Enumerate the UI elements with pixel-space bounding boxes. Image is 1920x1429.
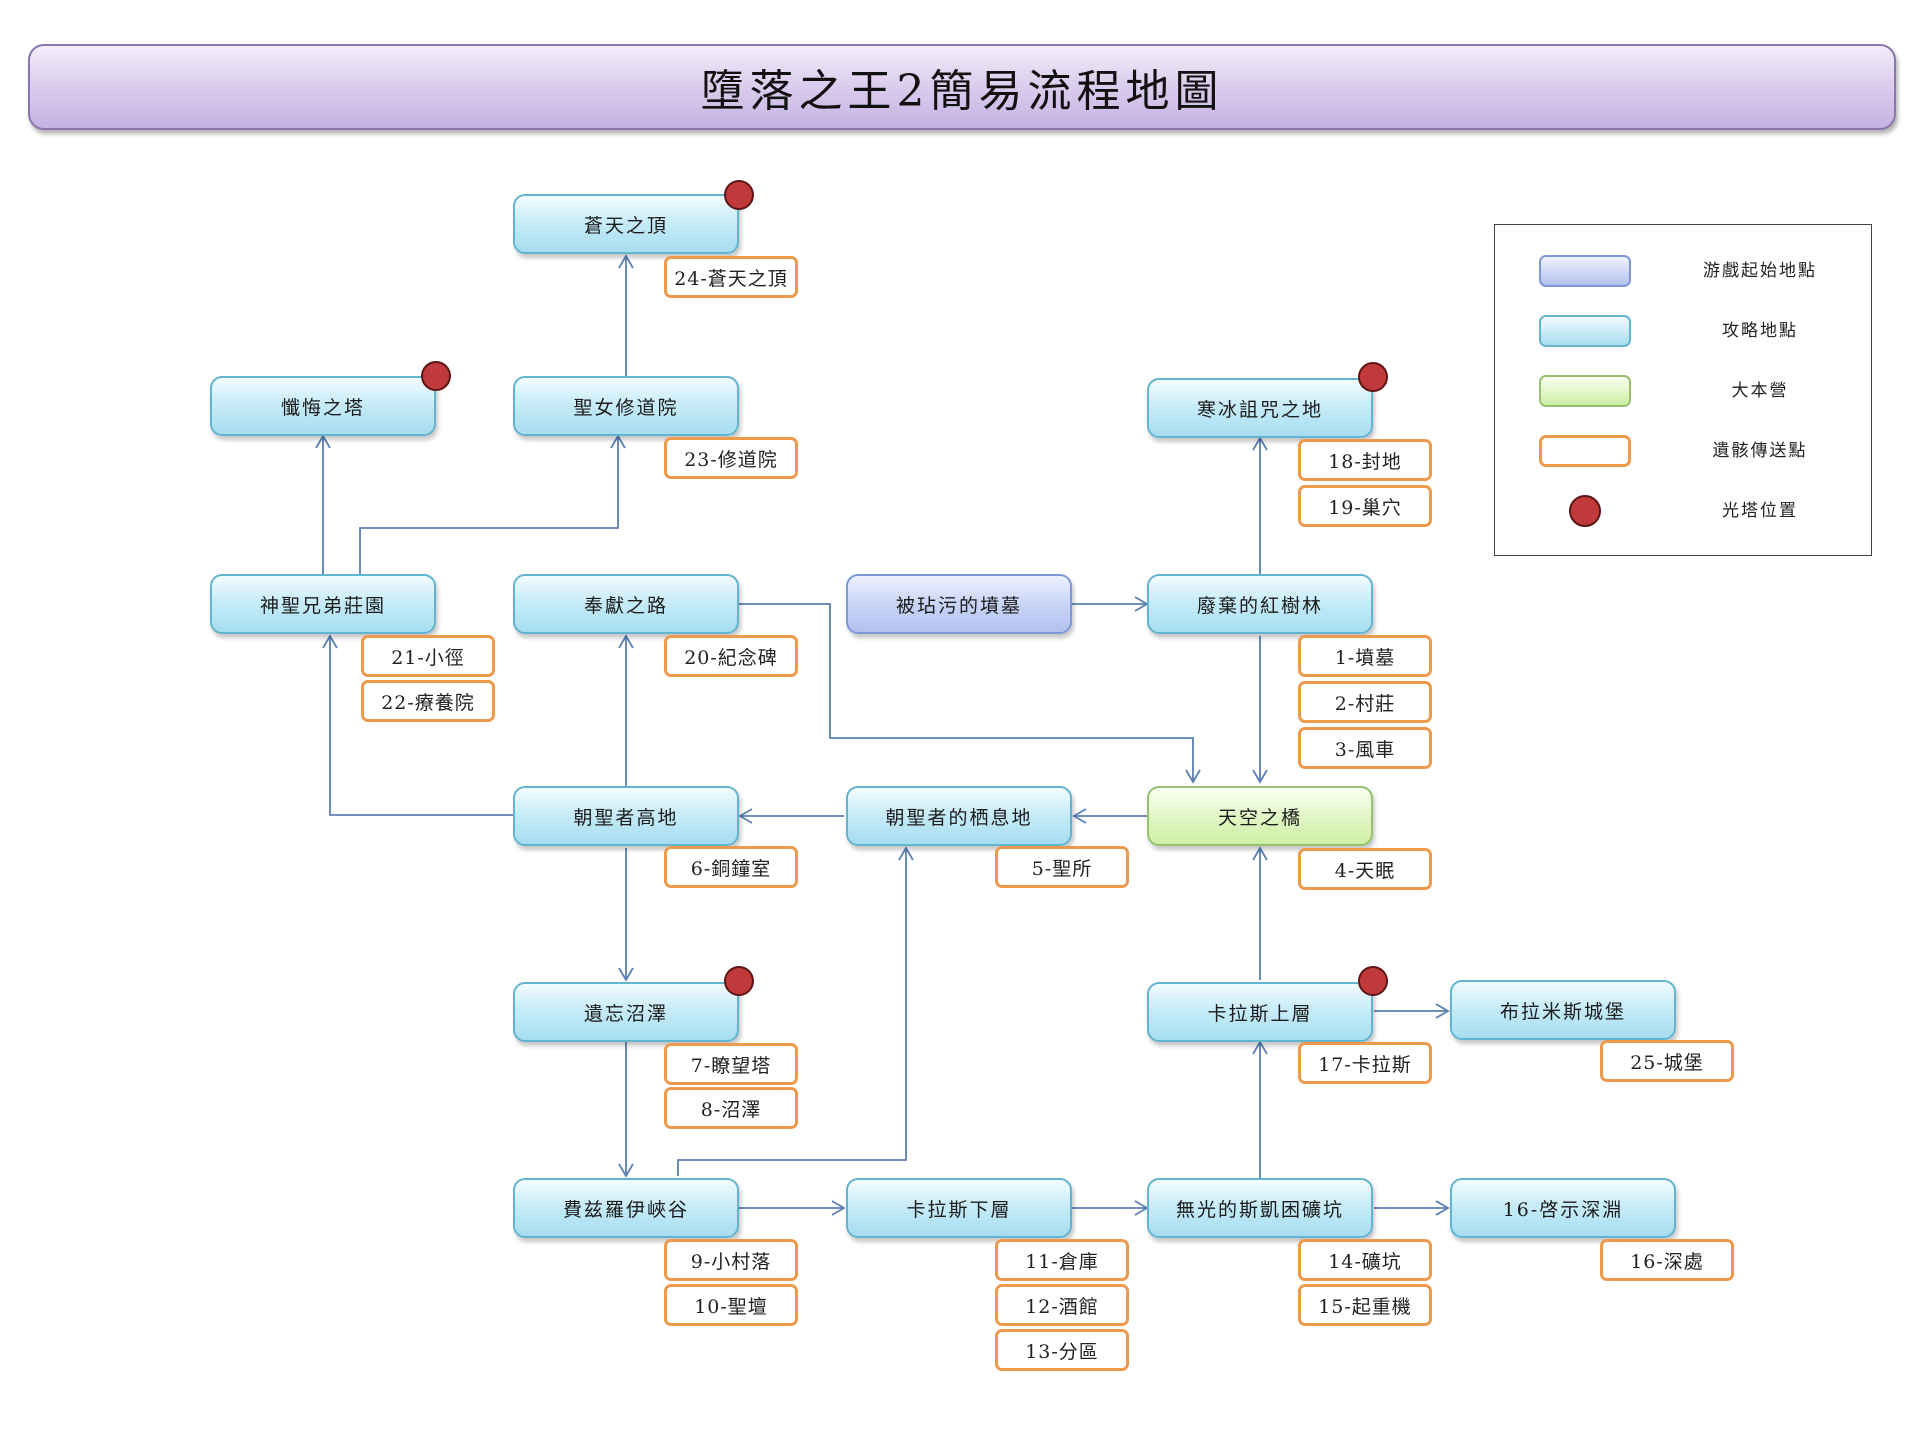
legend-label: 攻略地點 <box>1722 321 1798 341</box>
node-wuguang[interactable]: 無光的斯凱困礦坑 <box>1147 1178 1373 1238</box>
teleport-tag: 14-礦坑 <box>1298 1239 1432 1281</box>
legend-row: 遺骸傳送點 <box>1495 431 1871 471</box>
teleport-tag: 6-銅鐘室 <box>664 846 798 888</box>
node-zhanwu[interactable]: 被玷污的墳墓 <box>846 574 1072 634</box>
edge-gaodi-xiongdi <box>322 634 513 816</box>
teleport-tag: 11-倉庫 <box>995 1239 1129 1281</box>
teleport-swatch-icon <box>1539 435 1631 467</box>
teleport-tag: 8-沼澤 <box>664 1087 798 1129</box>
teleport-tag: 18-封地 <box>1298 439 1432 481</box>
teleport-tag: 19-巢穴 <box>1298 485 1432 527</box>
tower-dot-icon <box>421 361 451 391</box>
site-swatch-icon <box>1539 315 1631 347</box>
node-fengxian[interactable]: 奉獻之路 <box>513 574 739 634</box>
legend-label: 游戲起始地點 <box>1703 261 1817 281</box>
legend-label: 大本營 <box>1731 381 1789 401</box>
node-feizi[interactable]: 費兹羅伊峽谷 <box>513 1178 739 1238</box>
edge-feizi-qixi <box>677 846 914 1176</box>
legend-row: 光塔位置 <box>1495 491 1871 531</box>
tower-dot-icon <box>1569 495 1601 527</box>
edge-fengxian-tiankong <box>739 603 1201 784</box>
teleport-tag: 12-酒館 <box>995 1284 1129 1326</box>
node-shengnv[interactable]: 聖女修道院 <box>513 376 739 436</box>
node-xiongdi[interactable]: 神聖兄弟莊園 <box>210 574 436 634</box>
node-qixi[interactable]: 朝聖者的栖息地 <box>846 786 1072 846</box>
teleport-tag: 10-聖壇 <box>664 1284 798 1326</box>
teleport-tag: 2-村莊 <box>1298 681 1432 723</box>
node-feiqi[interactable]: 廢棄的紅樹林 <box>1147 574 1373 634</box>
title-banner: 墮落之王2簡易流程地圖 <box>28 44 1896 130</box>
teleport-tag: 23-修道院 <box>664 437 798 479</box>
node-cangtian[interactable]: 蒼天之頂 <box>513 194 739 254</box>
legend-label: 遺骸傳送點 <box>1712 441 1808 461</box>
teleport-tag: 17-卡拉斯 <box>1298 1042 1432 1084</box>
node-tiankong[interactable]: 天空之橋 <box>1147 786 1373 846</box>
teleport-tag: 9-小村落 <box>664 1239 798 1281</box>
tower-dot-icon <box>724 966 754 996</box>
teleport-tag: 7-瞭望塔 <box>664 1043 798 1085</box>
teleport-tag: 24-蒼天之頂 <box>664 256 798 298</box>
node-zhaoze[interactable]: 遺忘沼澤 <box>513 982 739 1042</box>
node-kalaxia[interactable]: 卡拉斯下層 <box>846 1178 1072 1238</box>
teleport-tag: 5-聖所 <box>995 846 1129 888</box>
teleport-tag: 15-起重機 <box>1298 1284 1432 1326</box>
base-swatch-icon <box>1539 375 1631 407</box>
legend-row: 攻略地點 <box>1495 311 1871 351</box>
teleport-tag: 1-墳墓 <box>1298 635 1432 677</box>
node-gaodi[interactable]: 朝聖者高地 <box>513 786 739 846</box>
teleport-tag: 13-分區 <box>995 1329 1129 1371</box>
teleport-tag: 4-天眠 <box>1298 848 1432 890</box>
teleport-tag: 22-療養院 <box>361 680 495 722</box>
teleport-tag: 25-城堡 <box>1600 1040 1734 1082</box>
tower-dot-icon <box>724 180 754 210</box>
start-swatch-icon <box>1539 255 1631 287</box>
node-bulami[interactable]: 布拉米斯城堡 <box>1450 980 1676 1040</box>
teleport-tag: 3-風車 <box>1298 727 1432 769</box>
teleport-tag: 21-小徑 <box>361 635 495 677</box>
legend: 游戲起始地點 攻略地點 大本營 遺骸傳送點 光塔位置 <box>1494 224 1872 556</box>
legend-row: 游戲起始地點 <box>1495 251 1871 291</box>
teleport-tag: 20-紀念碑 <box>664 635 798 677</box>
node-chanhui[interactable]: 懺悔之塔 <box>210 376 436 436</box>
node-hanbing[interactable]: 寒冰詛咒之地 <box>1147 378 1373 438</box>
page-title: 墮落之王2簡易流程地圖 <box>700 66 1224 117</box>
edge-xiongdi-shengnv <box>359 434 626 574</box>
tower-dot-icon <box>1358 362 1388 392</box>
tower-dot-icon <box>1358 966 1388 996</box>
node-qishi[interactable]: 16-啓示深淵 <box>1450 1178 1676 1238</box>
teleport-tag: 16-深處 <box>1600 1239 1734 1281</box>
node-kalashang[interactable]: 卡拉斯上層 <box>1147 982 1373 1042</box>
legend-label: 光塔位置 <box>1722 501 1798 521</box>
legend-row: 大本營 <box>1495 371 1871 411</box>
